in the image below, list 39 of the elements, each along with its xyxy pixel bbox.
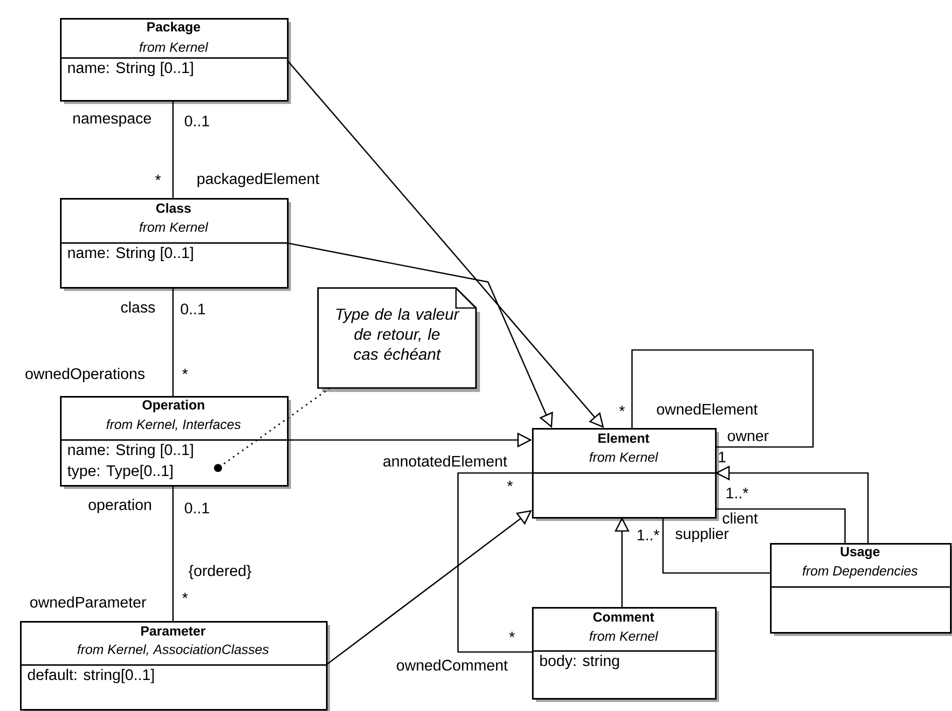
association-line bbox=[457, 472, 532, 653]
class-box: Parameter from Kernel, AssociationClasses default: string[0..1] bbox=[20, 621, 330, 711]
role-label: * bbox=[619, 406, 625, 412]
role-label: 0..1 bbox=[180, 304, 206, 314]
role-label: * bbox=[182, 368, 188, 374]
role-label: owner bbox=[728, 432, 769, 442]
association-line bbox=[172, 287, 174, 396]
role-label: ownedElement bbox=[656, 403, 758, 415]
role-label: * bbox=[155, 174, 161, 180]
role-label: ownedParameter bbox=[30, 596, 146, 608]
association-line bbox=[631, 349, 814, 448]
generalization-arrow bbox=[286, 60, 604, 428]
role-label: supplier bbox=[676, 528, 729, 542]
role-label: client bbox=[722, 512, 758, 524]
role-label: 1 bbox=[718, 452, 726, 462]
class-box: Usage from Dependencies bbox=[770, 543, 952, 636]
role-label: ownedOperations bbox=[26, 368, 145, 382]
class-box: Operation from Kernel, Interfaces name: String [0..1] type: Type[0..1] bbox=[60, 396, 291, 489]
association-line bbox=[172, 100, 174, 198]
class-box: Class from Kernel name: String [0..1] bbox=[60, 198, 291, 291]
class-box: Package from Kernel name: String [0..1] bbox=[60, 18, 291, 104]
role-label: {ordered} bbox=[188, 564, 252, 580]
role-label: annotatedElement bbox=[383, 455, 508, 467]
role-label: 0..1 bbox=[184, 502, 210, 514]
role-label: 1..* bbox=[638, 530, 660, 540]
role-label: ownedComment bbox=[396, 659, 508, 671]
class-box: Element from Kernel bbox=[532, 428, 719, 521]
role-label: 0..1 bbox=[184, 116, 210, 126]
role-label: * bbox=[182, 592, 188, 598]
note-box: Type de la valeur de retour, le cas échéant bbox=[317, 287, 480, 392]
association-line bbox=[172, 485, 174, 621]
leader-line bbox=[214, 387, 330, 472]
class-box: Comment from Kernel body: string bbox=[532, 607, 719, 702]
role-label: * bbox=[507, 480, 513, 486]
role-label: packagedElement bbox=[198, 172, 320, 188]
role-label: * bbox=[509, 632, 515, 638]
association-line bbox=[715, 508, 846, 543]
role-label: 1..* bbox=[726, 488, 748, 498]
association-line bbox=[662, 517, 770, 574]
